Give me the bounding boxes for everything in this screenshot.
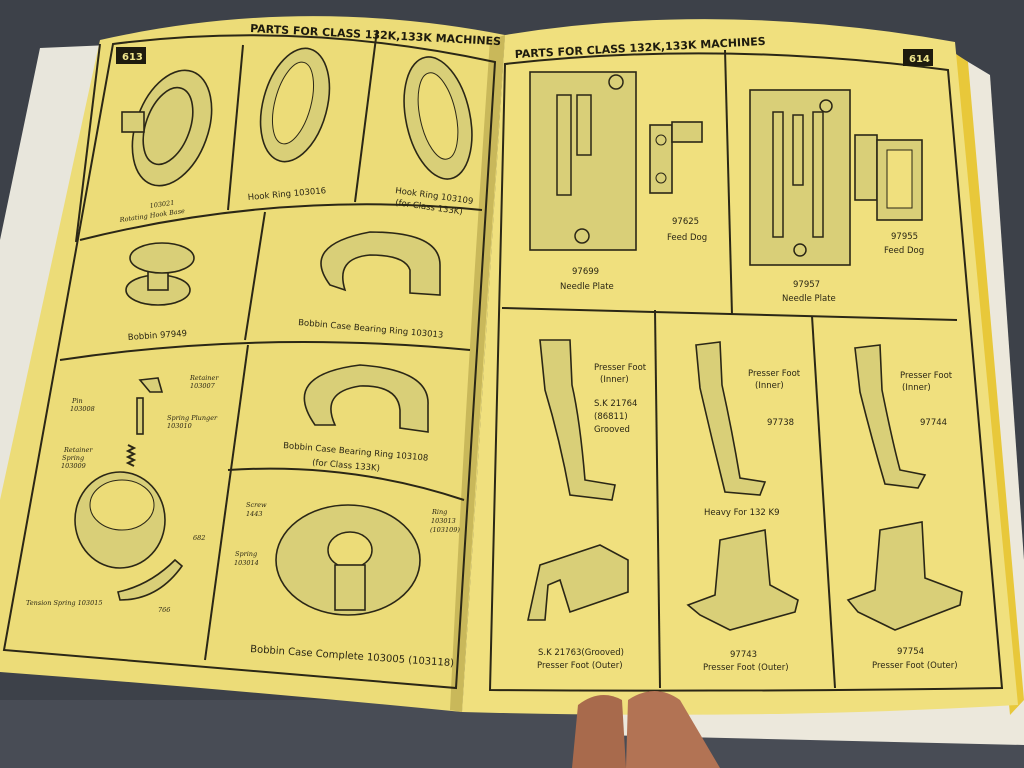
callout-pin: Pin	[71, 397, 83, 405]
caption-line: Grooved	[594, 425, 630, 435]
part-number-outer-foot-3: 97754	[897, 647, 924, 657]
callout-spring-no: 103014	[234, 559, 259, 567]
caption-title: Presser Foot	[900, 371, 953, 381]
callout-ring-no: 103013	[431, 517, 456, 525]
left-page-number-box	[116, 47, 146, 64]
part-name-outer-foot-2: Presser Foot (Outer)	[703, 663, 789, 673]
caption-line: 97738	[767, 418, 794, 428]
callout-682: 682	[193, 534, 205, 542]
part-number-outer-foot-1: S.K 21763(Grooved)	[538, 648, 624, 658]
callout-retainer-spring: Retainer	[63, 446, 93, 454]
caption-title: Presser Foot	[748, 369, 801, 379]
part-number-feed-dog-97955: 97955	[891, 232, 918, 242]
presser-foot-inner-3-caption: Presser Foot (Inner) 97744	[900, 371, 953, 428]
callout-retainer-spring-no: 103009	[61, 462, 86, 470]
presser-foot-inner-1-drawing	[539, 339, 616, 501]
callout-tension-spring: Tension Spring 103015	[26, 599, 102, 607]
callout-pin-no: 103008	[70, 405, 95, 413]
left-page-grid	[2, 29, 497, 690]
callout-spring-plunger: Spring Plunger	[167, 414, 218, 422]
right-page-grid	[488, 49, 1004, 692]
fingers	[572, 691, 720, 768]
presser-foot-inner-3-drawing	[854, 344, 927, 489]
callout-spring: Spring	[235, 550, 257, 558]
part-name-needle-plate-97957: Needle Plate	[782, 294, 836, 304]
callout-spring-plunger-no: 103010	[167, 422, 192, 430]
callout-screw: Screw	[246, 501, 267, 509]
presser-foot-inner-1-caption: Presser Foot (Inner) S.K 21764 (86811) G…	[594, 363, 647, 435]
caption-line: S.K 21764	[594, 399, 637, 409]
part-name-feed-dog-97625: Feed Dog	[667, 233, 707, 243]
part-number-rotating-hook-base: 103021	[149, 199, 175, 210]
needle-plate-97699-drawing	[529, 71, 637, 251]
part-number-needle-plate-97699: 97699	[572, 267, 599, 277]
callout-ring: Ring	[431, 508, 447, 516]
exploded-callouts: Retainer 103007 Pin 103008 Spring Plunge…	[26, 374, 219, 614]
callout-ring-alt: (103109)	[430, 526, 460, 534]
right-page-number: 614	[909, 54, 930, 65]
hook-ring-133k-drawing	[403, 56, 473, 180]
part-name-needle-plate-97699: Needle Plate	[560, 282, 614, 292]
part-name-outer-foot-3: Presser Foot (Outer)	[872, 661, 958, 671]
part-name-feed-dog-97955: Feed Dog	[884, 246, 924, 256]
part-number-feed-dog-97625: 97625	[672, 217, 699, 227]
part-name-outer-foot-1: Presser Foot (Outer)	[537, 661, 623, 671]
bobbin-drawing	[125, 242, 195, 306]
caption-title: Presser Foot	[594, 363, 647, 373]
bobbin-case-complete-drawing	[275, 504, 421, 616]
left-page-number: 613	[122, 52, 143, 63]
part-number-needle-plate-97957: 97957	[793, 280, 820, 290]
feed-dog-97955-drawing	[854, 134, 923, 221]
caption-bottom: Heavy For 132 K9	[704, 508, 779, 518]
part-number-outer-foot-2: 97743	[730, 650, 757, 660]
presser-foot-outer-3-drawing	[846, 521, 963, 631]
presser-foot-outer-2-drawing	[686, 529, 799, 631]
case-callouts: Screw 1443 Spring 103014 Ring 103013 (10…	[234, 501, 460, 567]
callout-766: 766	[158, 606, 170, 614]
bobbin-case-exploded-drawing	[74, 377, 184, 601]
presser-foot-inner-2-caption: Presser Foot (Inner) 97738 Heavy For 132…	[704, 369, 801, 518]
callout-retainer-spring-2: Spring	[62, 454, 84, 462]
callout-retainer: Retainer	[189, 374, 219, 382]
feed-dog-97625-drawing	[649, 121, 703, 194]
callout-screw-no: 1443	[246, 510, 263, 518]
right-page-number-box	[903, 49, 933, 66]
caption-subtitle: (Inner)	[902, 383, 931, 393]
rotating-hook-base-drawing	[121, 69, 213, 187]
caption-line: 97744	[920, 418, 947, 428]
presser-foot-outer-1-drawing	[527, 544, 629, 621]
callout-retainer-no: 103007	[190, 382, 216, 390]
part-label-bobbin: Bobbin 97949	[128, 329, 188, 343]
needle-plate-97957-drawing	[749, 89, 851, 266]
caption-line: (86811)	[594, 412, 628, 422]
bearing-ring-drawing	[320, 231, 441, 296]
presser-foot-inner-2-drawing	[695, 341, 767, 496]
caption-subtitle: (Inner)	[600, 375, 629, 385]
caption-subtitle: (Inner)	[755, 381, 784, 391]
hook-ring-drawing	[259, 47, 331, 163]
bearing-ring-133k-drawing	[303, 364, 429, 433]
